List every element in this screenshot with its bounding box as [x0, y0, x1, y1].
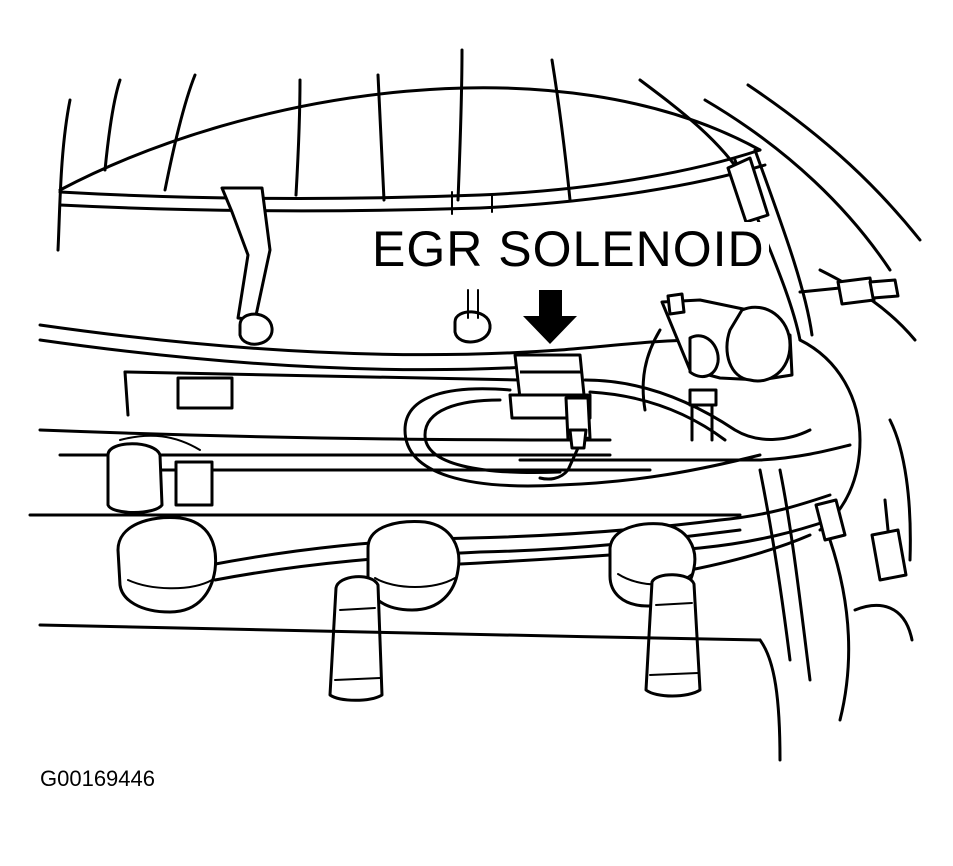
- upper-hose: [58, 148, 767, 346]
- spark-plug-wires: [208, 468, 832, 682]
- egr-solenoid-label: EGR SOLENOID: [368, 222, 769, 276]
- intake-manifold: [28, 323, 742, 517]
- right-cables: [726, 148, 900, 342]
- egr-solenoid: [508, 353, 592, 481]
- spark-plug-caps: [116, 515, 697, 614]
- throttle-body: [641, 292, 862, 532]
- ignition-coil-boots: [328, 573, 702, 702]
- figure-id: G00169446: [40, 766, 155, 791]
- engine-block: [38, 418, 914, 762]
- air-cleaner-housing: [56, 48, 922, 342]
- fuel-rail-bracket: [106, 434, 214, 514]
- callout-arrow-icon: [523, 290, 577, 344]
